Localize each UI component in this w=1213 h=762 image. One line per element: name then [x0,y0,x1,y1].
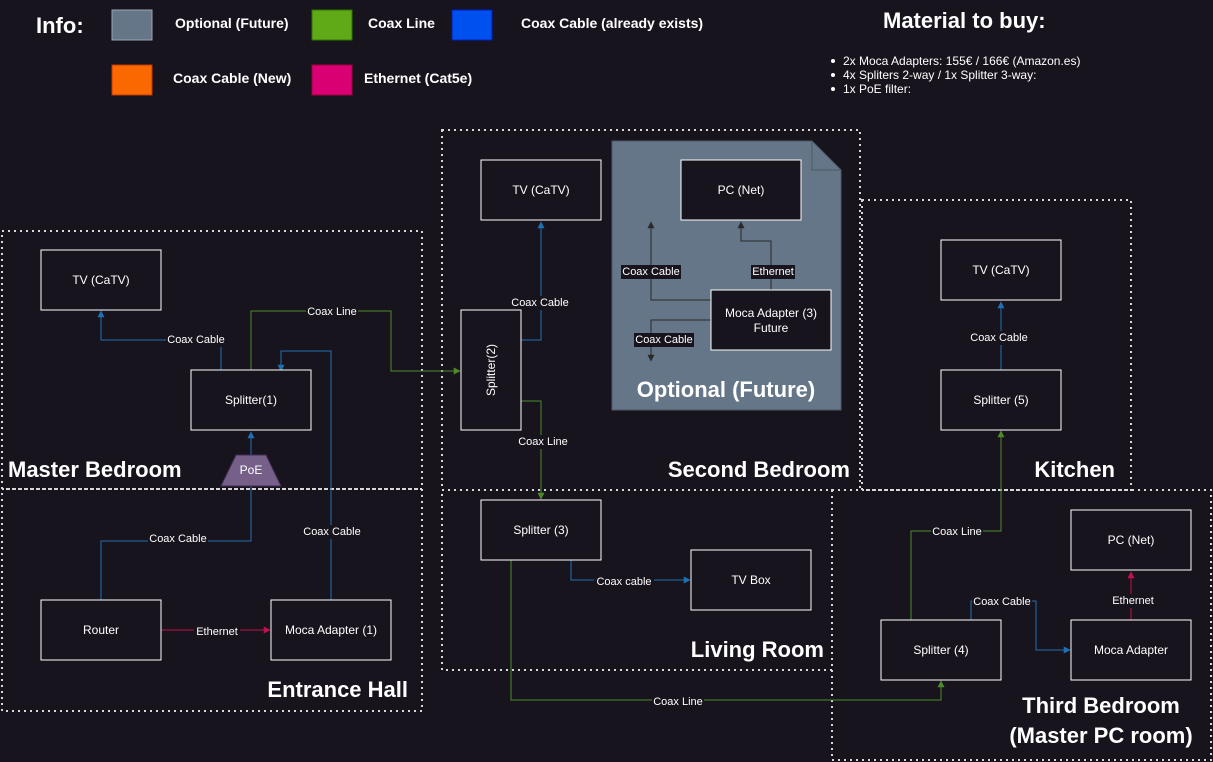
edge-label-coax-cable-lower: Coax cable [596,576,651,588]
edge-label-coax-cable: Coax Cable [973,596,1030,608]
legend-swatch-coax-existing [451,9,493,41]
bullet-dot [831,59,835,63]
node-moca3-label-line1: Moca Adapter (3) [725,306,817,320]
edge-label-ethernet: Ethernet [1112,595,1154,607]
node-poe-label: PoE [240,463,263,477]
node-tvbox[interactable]: TV Box [690,549,812,611]
room-entrance-hall-border [1,488,423,712]
material-item-3: 1x PoE filter: [843,82,911,96]
legend-swatch-coax-new [111,64,153,96]
room-title-third-bedroom-subtitle: (Master PC room) [1009,723,1192,748]
edge-labels: Coax Cable Coax Line Coax Cable Coax Cab… [148,265,1156,709]
node-poe[interactable]: PoE [220,454,282,487]
node-moca-adapter-label: Moca Adapter [1094,643,1168,657]
material-title: Material to buy: [883,8,1046,33]
edge-label-coax-cable: Coax Cable [149,533,206,545]
edge-splitter2-splitter3 [521,400,545,500]
edge-label-coax-line: Coax Line [518,436,568,448]
edge-label-coax-cable: Coax Cable [622,266,679,278]
node-splitter5-label: Splitter (5) [973,393,1028,407]
legend: Info: Optional (Future) Coax Line Coax C… [36,8,1080,96]
legend-label-coax-existing: Coax Cable (already exists) [521,15,703,31]
edge-moca3-down [647,319,711,362]
edge-label-coax-cable: Coax Cable [303,526,360,538]
edge-splitter1-tv1 [97,310,222,370]
node-tv2-label: TV (CaTV) [512,183,569,197]
room-title-third-bedroom: Third Bedroom [1022,693,1180,718]
room-title-entrance-hall: Entrance Hall [267,677,408,702]
node-splitter1[interactable]: Splitter(1) [190,369,312,431]
legend-label-optional: Optional (Future) [175,15,289,31]
bullet-dot [831,87,835,91]
node-tvbox-label: TV Box [731,573,770,587]
edge-label-ethernet: Ethernet [752,266,794,278]
node-pc-net[interactable]: PC (Net) [1070,509,1192,571]
edge-splitter1-splitter2 [250,310,461,375]
node-splitter3-label: Splitter (3) [513,523,568,537]
room-second-bedroom-border [441,129,861,491]
node-tv2[interactable]: TV (CaTV) [480,159,602,221]
node-splitter2-label: Splitter(2) [484,344,498,396]
edge-splitter3-splitter4 [510,560,945,701]
legend-label-coax-new: Coax Cable (New) [173,70,291,86]
optional-title: Optional (Future) [637,377,815,402]
edge-label-ethernet: Ethernet [196,626,238,638]
edge-label-coax-cable: Coax Cable [635,334,692,346]
legend-label-coax-line: Coax Line [368,15,435,31]
optional-note-fold [811,141,841,171]
edge-label-coax-line: Coax Line [932,526,982,538]
material-item-1: 2x Moca Adapters: 155€ / 166€ (Amazon.es… [843,54,1080,68]
bullet-dot [831,73,835,77]
material-item-2: 4x Spliters 2-way / 1x Splitter 3-way: [843,68,1036,82]
room-titles: Master Bedroom Entrance Hall Second Bedr… [8,457,1193,748]
room-borders [1,129,1212,761]
node-moca3-label-line2: Future [754,321,789,335]
node-tv3-label: TV (CaTV) [972,263,1029,277]
legend-info-label: Info: [36,13,84,38]
legend-label-ethernet: Ethernet (Cat5e) [364,70,472,86]
node-router-label: Router [83,623,119,637]
nodes: TV (CaTV) Splitter(1) PoE Router Moca Ad… [40,159,1192,681]
edge-label-coax-cable: Coax Cable [970,332,1027,344]
node-tv3[interactable]: TV (CaTV) [940,239,1062,301]
room-title-master-bedroom: Master Bedroom [8,457,182,482]
node-moca1[interactable]: Moca Adapter (1) [270,599,392,661]
node-splitter4-label: Splitter (4) [913,643,968,657]
node-moca-adapter[interactable]: Moca Adapter [1070,619,1192,681]
node-moca3[interactable]: Moca Adapter (3) Future [710,289,832,351]
room-title-living-room: Living Room [691,637,824,662]
legend-swatch-ethernet [311,64,353,96]
node-splitter5[interactable]: Splitter (5) [940,369,1062,431]
room-title-second-bedroom: Second Bedroom [668,457,850,482]
legend-swatch-coax-line [311,9,353,41]
node-moca1-label: Moca Adapter (1) [285,623,377,637]
edge-label-coax-line: Coax Line [307,306,357,318]
edge-moca3-up [647,221,711,301]
edges [97,221,1135,701]
room-kitchen-border [861,199,1132,491]
node-tv1-label: TV (CaTV) [72,273,129,287]
node-splitter4[interactable]: Splitter (4) [880,619,1002,681]
edge-label-coax-cable: Coax Cable [167,334,224,346]
edge-label-coax-line: Coax Line [653,696,703,708]
legend-swatch-optional [111,9,153,41]
node-pc-net-optional[interactable]: PC (Net) [680,159,802,221]
node-splitter3[interactable]: Splitter (3) [480,499,602,561]
node-splitter2[interactable]: Splitter(2) [460,309,522,431]
room-title-kitchen: Kitchen [1034,457,1115,482]
edge-moca1-splitter1 [277,350,332,600]
node-pc-net-label: PC (Net) [1108,533,1155,547]
edge-splitter4-moca [970,600,1071,654]
edge-label-coax-cable: Coax Cable [511,297,568,309]
node-splitter1-label: Splitter(1) [225,393,277,407]
node-router[interactable]: Router [40,599,162,661]
node-tv1[interactable]: TV (CaTV) [40,249,162,311]
node-pc-net-optional-label: PC (Net) [718,183,765,197]
edge-splitter2-tv2 [521,221,545,341]
